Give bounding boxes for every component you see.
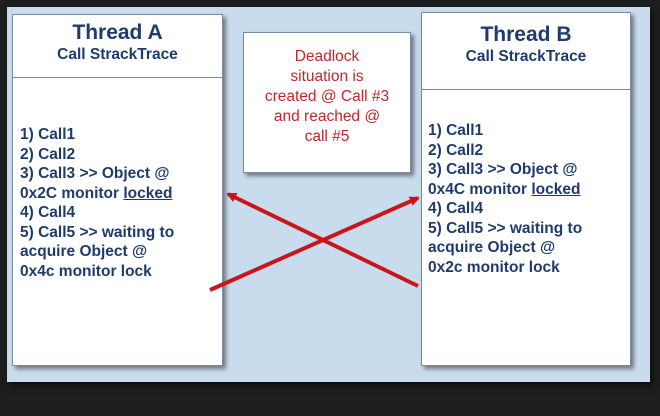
- deadlock-note-line: situation is: [290, 68, 364, 85]
- thread-a-call-line: acquire Object @: [20, 243, 148, 260]
- thread-a-call-line: 4) Call4: [20, 204, 76, 221]
- thread-a-call-line: 3) Call3 >> Object @: [20, 165, 170, 182]
- thread-a-header: Thread A Call StrackTrace: [13, 15, 222, 78]
- thread-b-call-line-locked: 0x4C monitor locked: [428, 180, 582, 200]
- thread-b-header: Thread B Call StrackTrace: [422, 13, 630, 90]
- thread-a-subtitle: Call StrackTrace: [57, 46, 178, 63]
- thread-b-call-text: 0x4C monitor: [428, 180, 532, 198]
- thread-b-call-line: 3) Call3 >> Object @: [428, 161, 578, 178]
- thread-b-box: Thread B Call StrackTrace 1) Call1 2) Ca…: [421, 12, 631, 366]
- thread-a-call-list: 1) Call1 2) Call2 3) Call3 >> Object @ 0…: [20, 125, 174, 281]
- deadlock-note-line: created @ Call #3: [264, 88, 390, 105]
- deadlock-note: Deadlock situation is created @ Call #3 …: [243, 32, 411, 173]
- thread-b-subtitle: Call StrackTrace: [465, 48, 587, 65]
- thread-b-title: Thread B: [480, 23, 572, 46]
- thread-a-call-line: 0x4c monitor lock: [20, 262, 152, 280]
- thread-b-call-line: 2) Call2: [428, 141, 484, 159]
- thread-a-call-line: 2) Call2: [20, 145, 76, 163]
- deadlock-note-line: Deadlock: [294, 48, 360, 65]
- thread-a-title: Thread A: [72, 21, 163, 44]
- thread-b-locked-word: locked: [531, 180, 581, 198]
- thread-b-call-line: 5) Call5 >> waiting to: [428, 219, 583, 237]
- deadlock-note-line: call #5: [304, 128, 350, 145]
- thread-b-call-line: acquire Object @: [428, 239, 556, 256]
- thread-a-box: Thread A Call StrackTrace 1) Call1 2) Ca…: [12, 14, 223, 366]
- thread-b-call-line: 1) Call1: [428, 122, 484, 139]
- thread-b-call-list: 1) Call1 2) Call2 3) Call3 >> Object @ 0…: [428, 121, 582, 277]
- thread-a-locked-word: locked: [123, 184, 173, 202]
- deadlock-note-line: and reached @: [273, 108, 381, 125]
- thread-a-call-line: 1) Call1: [20, 126, 76, 143]
- thread-a-call-text: 0x2C monitor: [20, 184, 124, 202]
- thread-a-call-line: 5) Call5 >> waiting to: [20, 223, 175, 241]
- thread-b-call-line: 0x2c monitor lock: [428, 258, 560, 276]
- thread-b-call-line: 4) Call4: [428, 200, 484, 217]
- thread-a-call-line-locked: 0x2C monitor locked: [20, 184, 174, 204]
